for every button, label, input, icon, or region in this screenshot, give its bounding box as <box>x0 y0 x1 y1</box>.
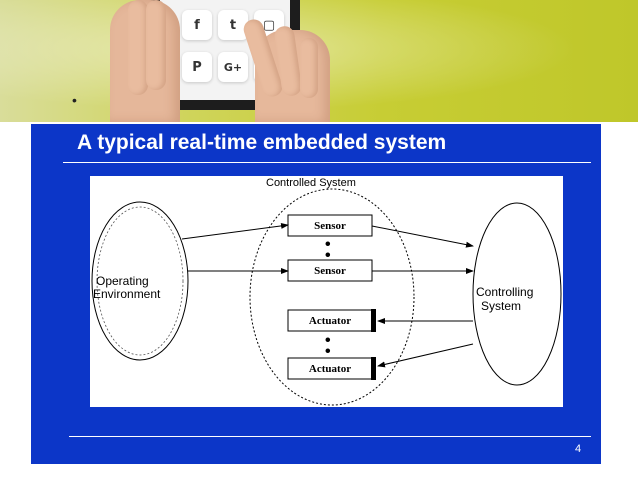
google-plus-icon: G+ <box>218 52 248 82</box>
operating-environment-label-line2: Environment <box>93 287 161 301</box>
actuator-bar <box>371 357 376 380</box>
left-finger <box>128 0 148 95</box>
operating-environment-ellipse <box>91 201 189 361</box>
slide: A typical real-time embedded system <box>31 124 601 464</box>
operating-environment-inner-ellipse <box>96 206 184 356</box>
slide-title: A typical real-time embedded system <box>77 131 447 154</box>
actuator-label: Actuator <box>308 362 352 375</box>
page-number: 4 <box>575 443 582 455</box>
footer-divider <box>69 436 591 437</box>
controlled-system-label: Controlled System <box>266 177 356 189</box>
actuator-ellipsis: • <box>325 332 331 349</box>
title-divider <box>63 162 591 163</box>
actuator-ellipsis: • <box>325 343 331 360</box>
environment-to-sensor-arrow <box>181 222 289 240</box>
facebook-icon: f <box>182 10 212 40</box>
left-finger <box>146 0 166 90</box>
sensor-to-controller-arrow <box>371 225 474 248</box>
sensor-ellipsis: • <box>325 247 331 264</box>
controlling-system-label-line2: System <box>481 299 522 313</box>
actuator-label: Actuator <box>308 314 352 327</box>
controlling-system-label-line1: Controlling <box>476 285 534 299</box>
embedded-system-diagram: Controlled System Operating Environment … <box>90 176 563 407</box>
controller-to-actuator-arrow <box>377 343 474 368</box>
sensor-ellipsis: • <box>325 236 331 253</box>
right-finger <box>300 38 318 98</box>
bullet-point: • <box>72 92 77 108</box>
pinterest-icon: P <box>182 52 212 82</box>
controlled-system-ellipse <box>249 188 415 406</box>
twitter-icon: t <box>218 10 248 40</box>
sensor-label: Sensor <box>314 219 346 232</box>
sensor-label: Sensor <box>314 264 346 277</box>
diagram-graphics <box>91 188 562 406</box>
actuator-bar <box>371 309 376 332</box>
header-banner: f t ▢ P G+ v • <box>0 0 638 122</box>
operating-environment-label-line1: Operating <box>96 274 149 288</box>
controlling-system-ellipse <box>472 202 562 386</box>
